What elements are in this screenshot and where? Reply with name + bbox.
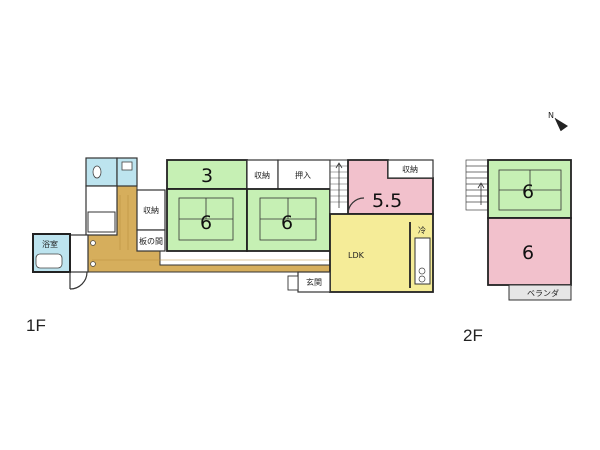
washitsu-3-label: 3 <box>201 165 213 187</box>
sink-icon-3 <box>90 261 96 267</box>
closet-right <box>387 159 434 179</box>
kitchen-unit <box>414 237 431 285</box>
compass-arrow-icon <box>555 118 568 131</box>
closet-left-label: 収納 <box>143 205 159 215</box>
second-room-label: 6 <box>522 242 534 264</box>
ldk-label: LDK <box>348 251 365 260</box>
step <box>287 275 299 291</box>
first-floor: 浴室 収納 板の間 3 6 収納 押入 6 <box>26 157 434 335</box>
veranda <box>508 284 572 301</box>
bath-label: 浴室 <box>42 239 58 249</box>
closet-mid-label: 収納 <box>254 170 270 180</box>
toilet-icon <box>92 165 102 179</box>
oshiire-label: 押入 <box>295 170 311 180</box>
washitsu-3 <box>166 159 248 190</box>
second-room-6 <box>487 217 572 286</box>
oshiire <box>277 159 331 190</box>
entrance-label: 玄関 <box>306 277 322 287</box>
washitsu-6-mid-label: 6 <box>281 212 293 234</box>
second-floor: 6 6 ベランダ 2F <box>463 159 572 345</box>
bathtub-icon <box>35 253 63 269</box>
compass-label: N <box>548 111 554 120</box>
closet-right-label: 収納 <box>402 164 418 174</box>
closet-mid <box>246 159 279 190</box>
exterior-stairs <box>465 159 489 211</box>
stove-icon <box>418 267 426 275</box>
first-floor-label: 1F <box>26 316 46 335</box>
door-swing-icon <box>69 271 88 290</box>
plank-closet-label: 板の間 <box>139 236 163 246</box>
stair-arrow-icon <box>335 162 343 208</box>
washitsu-6-left <box>166 188 248 252</box>
plank-closet <box>136 229 166 252</box>
closet-left <box>136 189 166 231</box>
sink-icon-2 <box>90 240 96 246</box>
stove-icon-2 <box>418 275 426 283</box>
second-washitsu-label: 6 <box>522 181 534 203</box>
western-room-label: 5.5 <box>372 190 402 212</box>
second-floor-label: 2F <box>463 326 483 345</box>
stair-arrow-icon-2 <box>477 182 485 205</box>
utility-room <box>69 234 89 273</box>
fridge-label: 冷 <box>418 225 426 235</box>
washer-box <box>87 211 116 233</box>
washitsu-6-left-label: 6 <box>200 212 212 234</box>
compass: N <box>548 111 568 132</box>
sink-icon <box>121 161 133 171</box>
toilet-room <box>85 157 118 187</box>
veranda-label: ベランダ <box>527 288 559 298</box>
